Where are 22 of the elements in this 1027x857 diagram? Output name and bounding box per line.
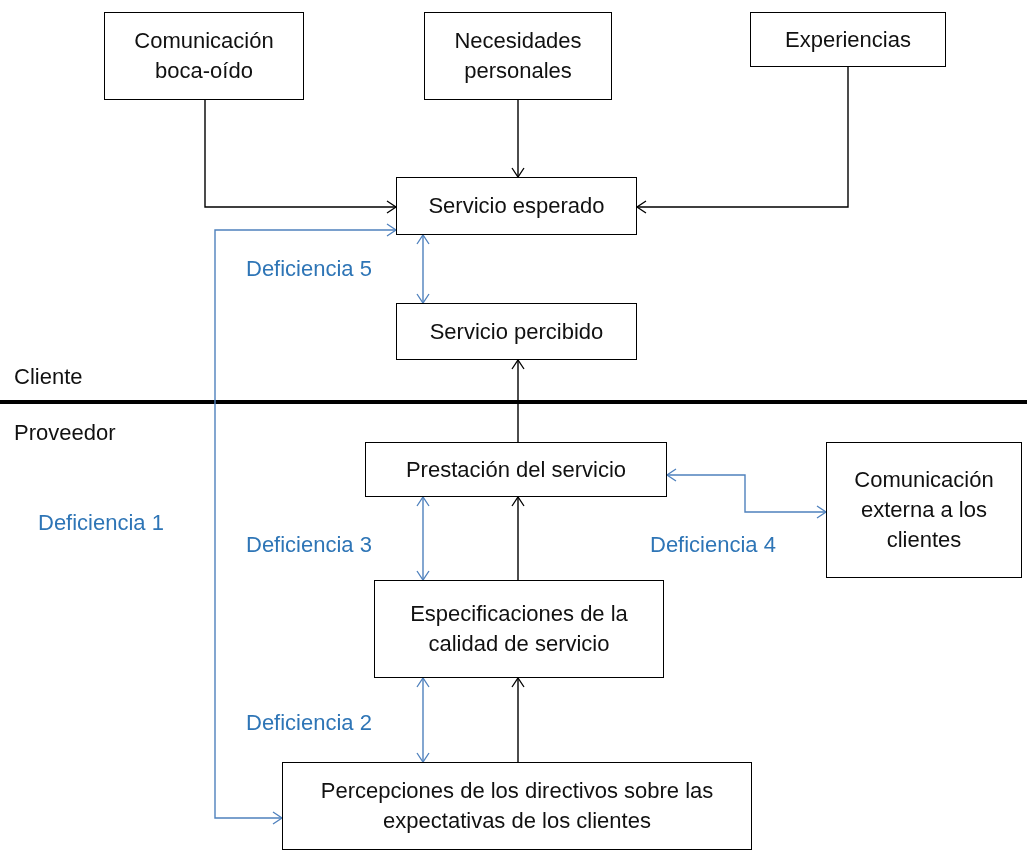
arrow	[511, 677, 525, 763]
arrow	[636, 66, 849, 214]
arrow	[214, 223, 397, 825]
process-box: Comunicación boca-oído	[104, 12, 304, 100]
process-box: Comunicación externa a los clientes	[826, 442, 1022, 578]
process-box: Percepciones de los directivos sobre las expectativas de los clientes	[282, 762, 752, 850]
arrow	[511, 99, 525, 178]
process-box: Prestación del servicio	[365, 442, 667, 497]
process-box: Servicio percibido	[396, 303, 637, 360]
section-label: Proveedor	[14, 419, 116, 447]
process-box: Experiencias	[750, 12, 946, 67]
section-label: Cliente	[14, 363, 83, 391]
arrow	[416, 234, 430, 304]
process-box: Necesidades personales	[424, 12, 612, 100]
arrow	[416, 677, 430, 763]
arrow	[666, 468, 827, 519]
process-box: Especificaciones de la calidad de servicio	[374, 580, 664, 678]
process-box: Servicio esperado	[396, 177, 637, 235]
arrow	[511, 359, 525, 443]
arrow	[511, 496, 525, 581]
arrow	[416, 496, 430, 581]
arrow	[204, 99, 397, 214]
